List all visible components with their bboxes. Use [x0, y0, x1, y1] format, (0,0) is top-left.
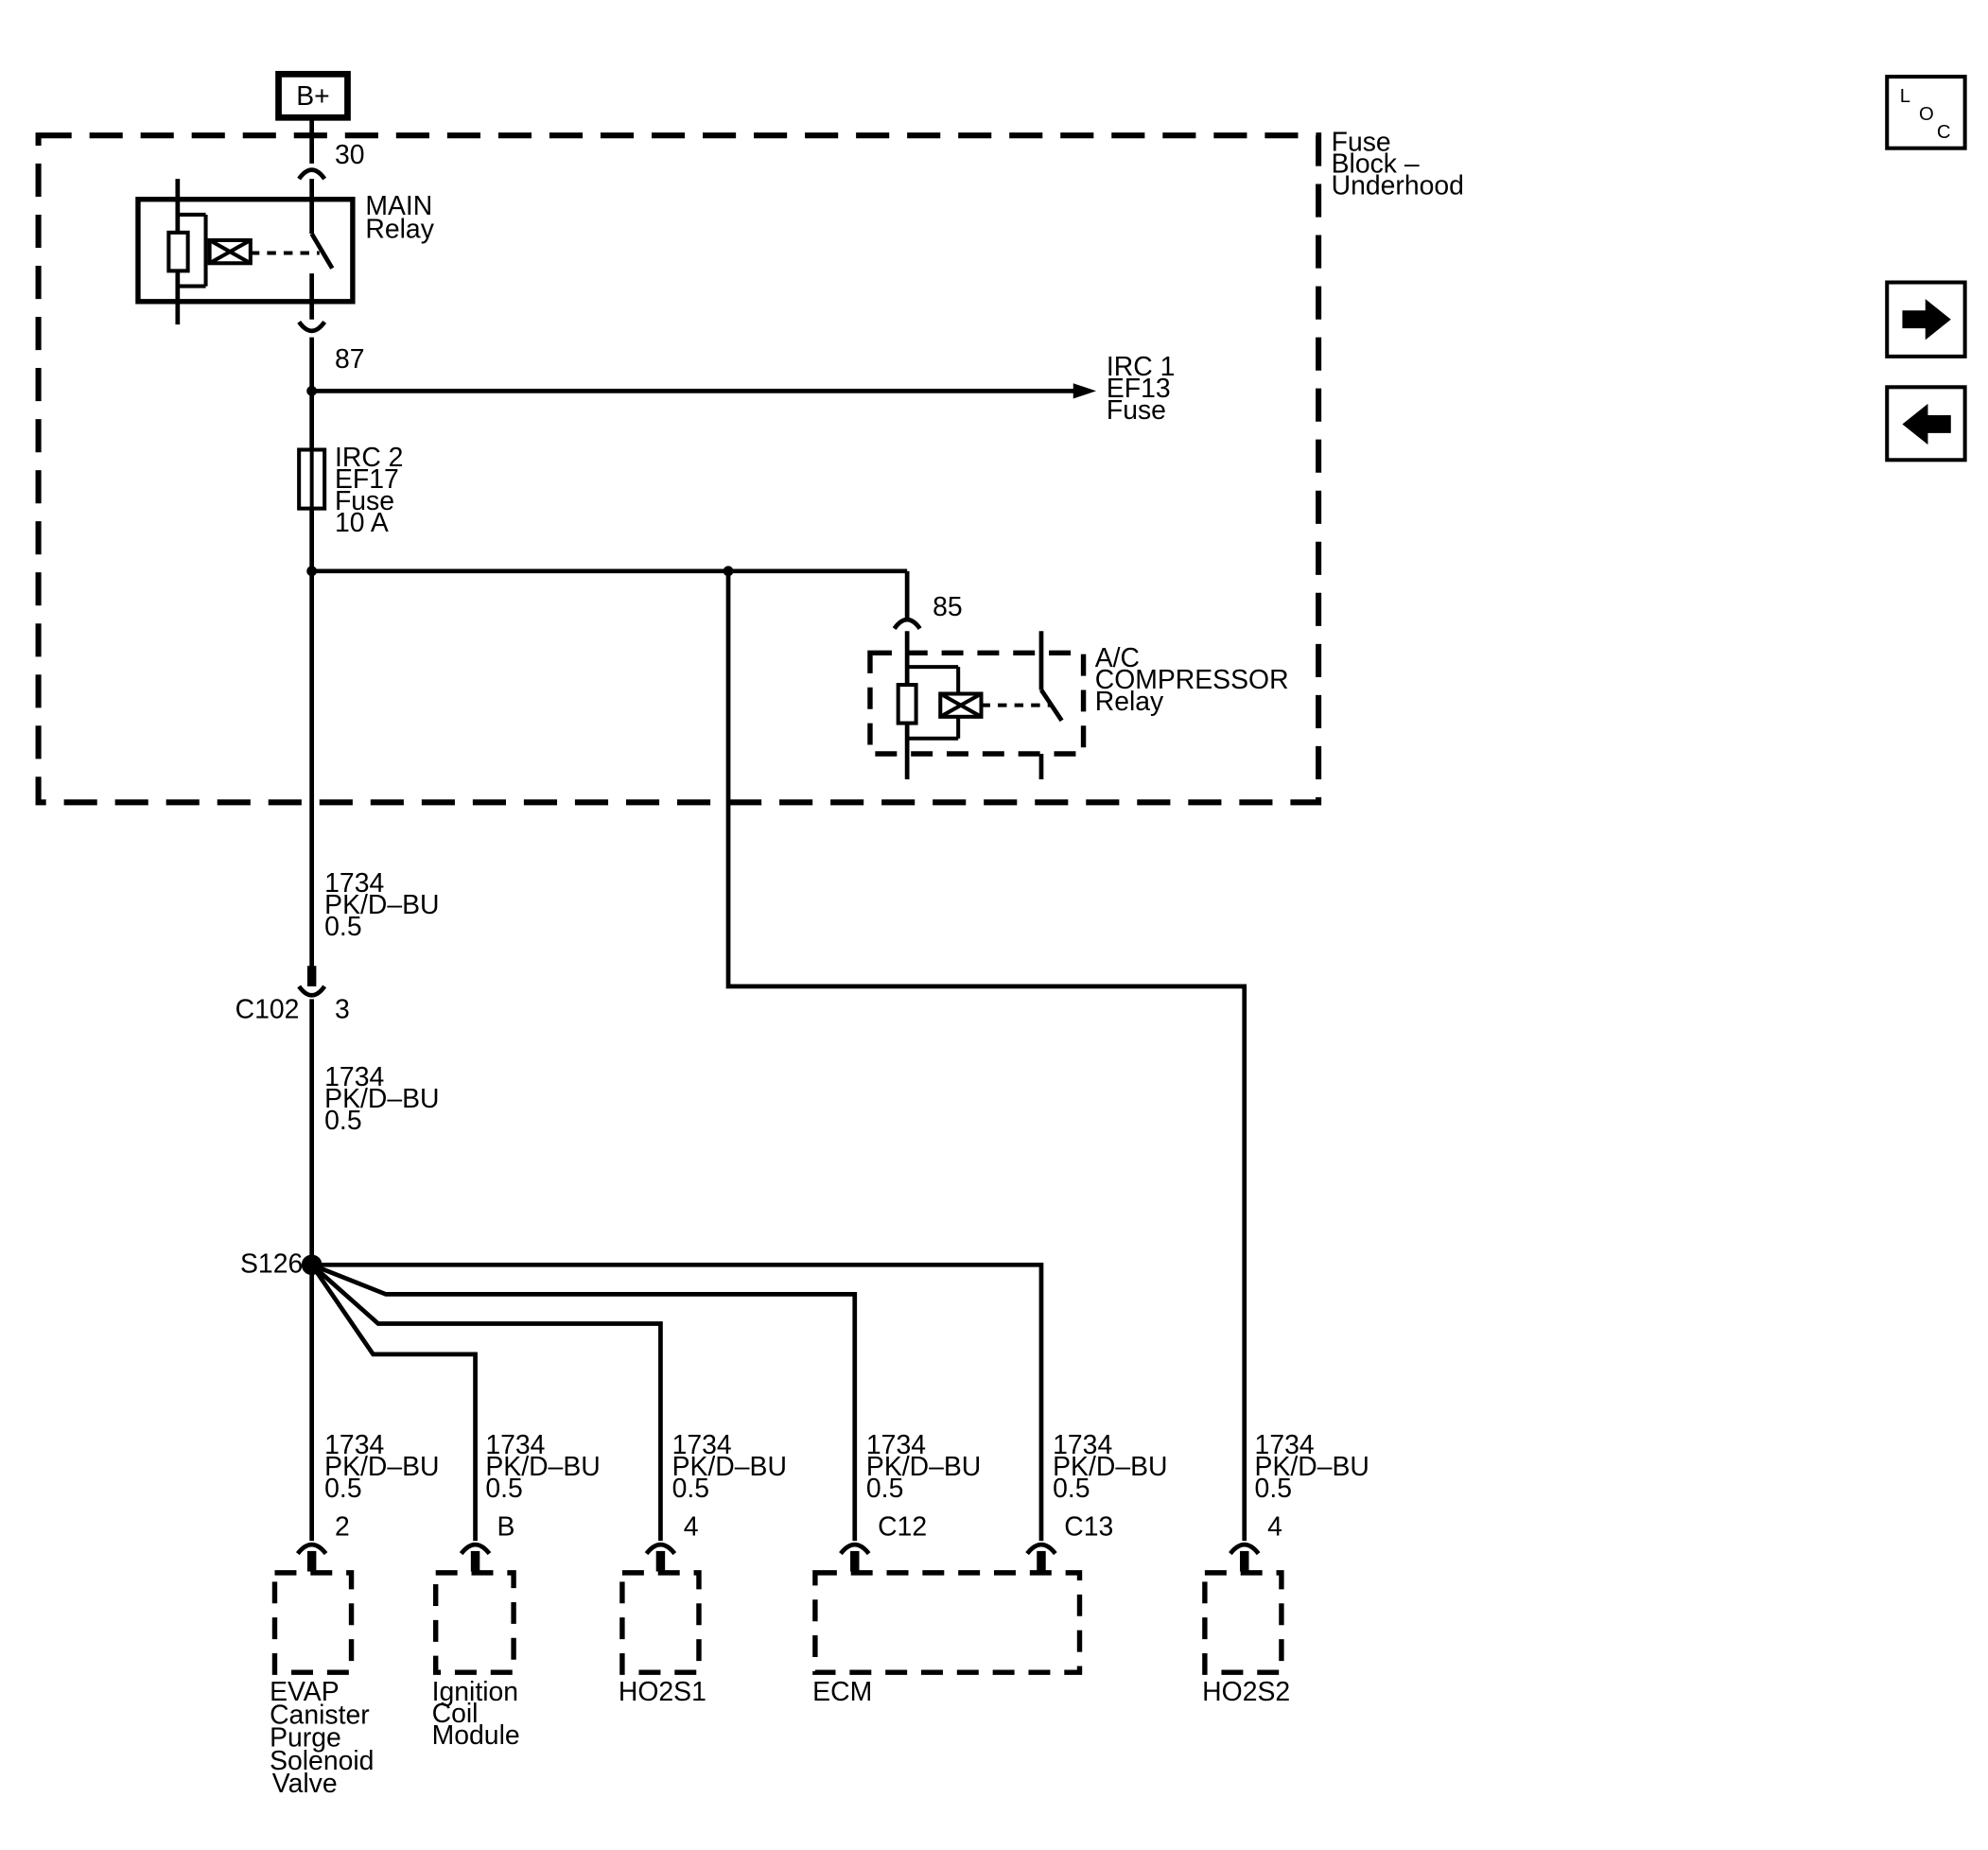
ac-relay-label-3: Relay: [1095, 687, 1164, 717]
fuse-block-label-2: Block –: [1332, 148, 1420, 179]
splice-name: S126: [240, 1248, 303, 1279]
ecm-pin-c13: C13: [1064, 1512, 1113, 1543]
location-icon: L O C: [1900, 86, 1951, 143]
evap-label-2: Canister: [270, 1700, 370, 1730]
irc2-label-3: Fuse: [335, 486, 394, 516]
svg-text:C: C: [1937, 122, 1951, 143]
fuse-block-label-1: Fuse: [1332, 127, 1391, 157]
back-button[interactable]: [1885, 385, 1967, 462]
irc2-fuse: IRC 2 EF17 Fuse 10 A: [297, 443, 403, 538]
irc1-label-3: Fuse: [1107, 395, 1166, 426]
splice-s126: S126: [240, 1248, 1044, 1542]
wire-gauge-label: 0.5: [866, 1474, 903, 1504]
branch-wire-labels: 1734 PK/D–BU 0.5 1734 PK/D–BU 0.5 1734 P…: [324, 1430, 1369, 1504]
ho2s2-sensor: 4 HO2S2: [1202, 1512, 1290, 1707]
main-relay-pin-87: 87: [335, 344, 365, 375]
arrow-right-icon: [1902, 299, 1951, 340]
wire-gauge-label: 0.5: [485, 1474, 522, 1504]
ho2s2-label: HO2S2: [1202, 1677, 1290, 1707]
terminal-connectors: [295, 1542, 1261, 1572]
wire-gauge-label: 0.5: [324, 1474, 361, 1504]
main-relay-label-2: Relay: [365, 214, 434, 244]
fuse-block-underhood: [35, 132, 1322, 806]
evap-pin: 2: [335, 1512, 350, 1543]
ho2s1-sensor: 4 HO2S1: [619, 1512, 706, 1707]
irc2-label-2: EF17: [335, 464, 399, 495]
fuse-block-label-3: Underhood: [1332, 170, 1464, 201]
wire-circuit-label: 1734: [672, 1430, 732, 1460]
evap-purge-valve: 2 EVAP Canister Purge Solenoid Valve: [270, 1512, 374, 1800]
connector-c102-name: C102: [235, 995, 300, 1025]
forward-button[interactable]: [1885, 280, 1967, 358]
arrow-left-icon: [1902, 403, 1951, 445]
svg-text:O: O: [1919, 104, 1934, 125]
ecm-pin-c12: C12: [878, 1512, 927, 1543]
ho2s1-pin: 4: [684, 1512, 699, 1543]
wire-color-label: PK/D–BU: [324, 1452, 439, 1482]
main-relay-pin-30: 30: [335, 140, 365, 170]
battery-label: B+: [296, 81, 329, 112]
connector-c102: C102 3: [235, 966, 350, 1025]
ecm-module: C12 C13 ECM: [812, 1512, 1113, 1707]
battery-source: B+: [275, 70, 351, 121]
ecm-label: ECM: [812, 1677, 872, 1707]
irc1-label-2: EF13: [1107, 374, 1171, 404]
ac-relay-label-1: A/C: [1095, 643, 1140, 673]
evap-label-4: Solenoid: [270, 1746, 374, 1776]
ho2s1-label: HO2S1: [619, 1677, 706, 1707]
ignition-pin: B: [497, 1512, 515, 1543]
evap-label-1: EVAP: [270, 1677, 340, 1707]
ac-relay-label-2: COMPRESSOR: [1095, 665, 1289, 695]
wire-circuit-label: 1734: [866, 1430, 926, 1460]
ac-relay-pin-85: 85: [933, 592, 963, 622]
wire-color-label: PK/D–BU: [485, 1452, 600, 1482]
wire-gauge-label: 0.5: [1255, 1474, 1292, 1504]
wire-gauge-label: 0.5: [1053, 1474, 1090, 1504]
wire-circuit-label: 1734: [324, 1062, 384, 1092]
wire-circuit-label: 1734: [324, 868, 384, 899]
location-button[interactable]: L O C: [1885, 75, 1967, 150]
ignition-label-2: Coil: [432, 1699, 479, 1729]
irc2-label-1: IRC 2: [335, 443, 403, 473]
svg-text:L: L: [1900, 86, 1910, 107]
arrow-right-icon: [1072, 383, 1097, 399]
wire-color-label: PK/D–BU: [324, 890, 439, 920]
wire-circuit-label: 1734: [1053, 1430, 1112, 1460]
wire-circuit-label: 1734: [324, 1430, 384, 1460]
wire-gauge-label: 0.5: [324, 1106, 361, 1136]
irc1-label-1: IRC 1: [1107, 352, 1176, 382]
main-relay: 30 MAIN Relay: [135, 140, 435, 334]
ignition-label-1: Ignition: [432, 1677, 518, 1707]
main-relay-label-1: MAIN: [365, 191, 432, 221]
connector-c102-pin: 3: [335, 995, 350, 1025]
wire-circuit-label: 1734: [1255, 1430, 1315, 1460]
ho2s2-pin: 4: [1267, 1512, 1282, 1543]
ac-compressor-relay: 85 A/C COMPRESSOR Relay: [867, 592, 1289, 780]
wire-color-label: PK/D–BU: [672, 1452, 787, 1482]
wire-color-label: PK/D–BU: [1255, 1452, 1369, 1482]
wire-gauge-label: 0.5: [672, 1474, 709, 1504]
evap-label-5: Valve: [272, 1769, 338, 1799]
wire-circuit-label: 1734: [485, 1430, 545, 1460]
evap-label-3: Purge: [270, 1723, 341, 1754]
ignition-label-3: Module: [432, 1720, 520, 1751]
wire-gauge-label: 0.5: [324, 912, 361, 942]
wire-color-label: PK/D–BU: [1053, 1452, 1167, 1482]
wire-color-label: PK/D–BU: [324, 1084, 439, 1114]
ignition-coil-module: B Ignition Coil Module: [432, 1512, 520, 1751]
irc2-label-4: 10 A: [335, 508, 389, 538]
wire-color-label: PK/D–BU: [866, 1452, 981, 1482]
